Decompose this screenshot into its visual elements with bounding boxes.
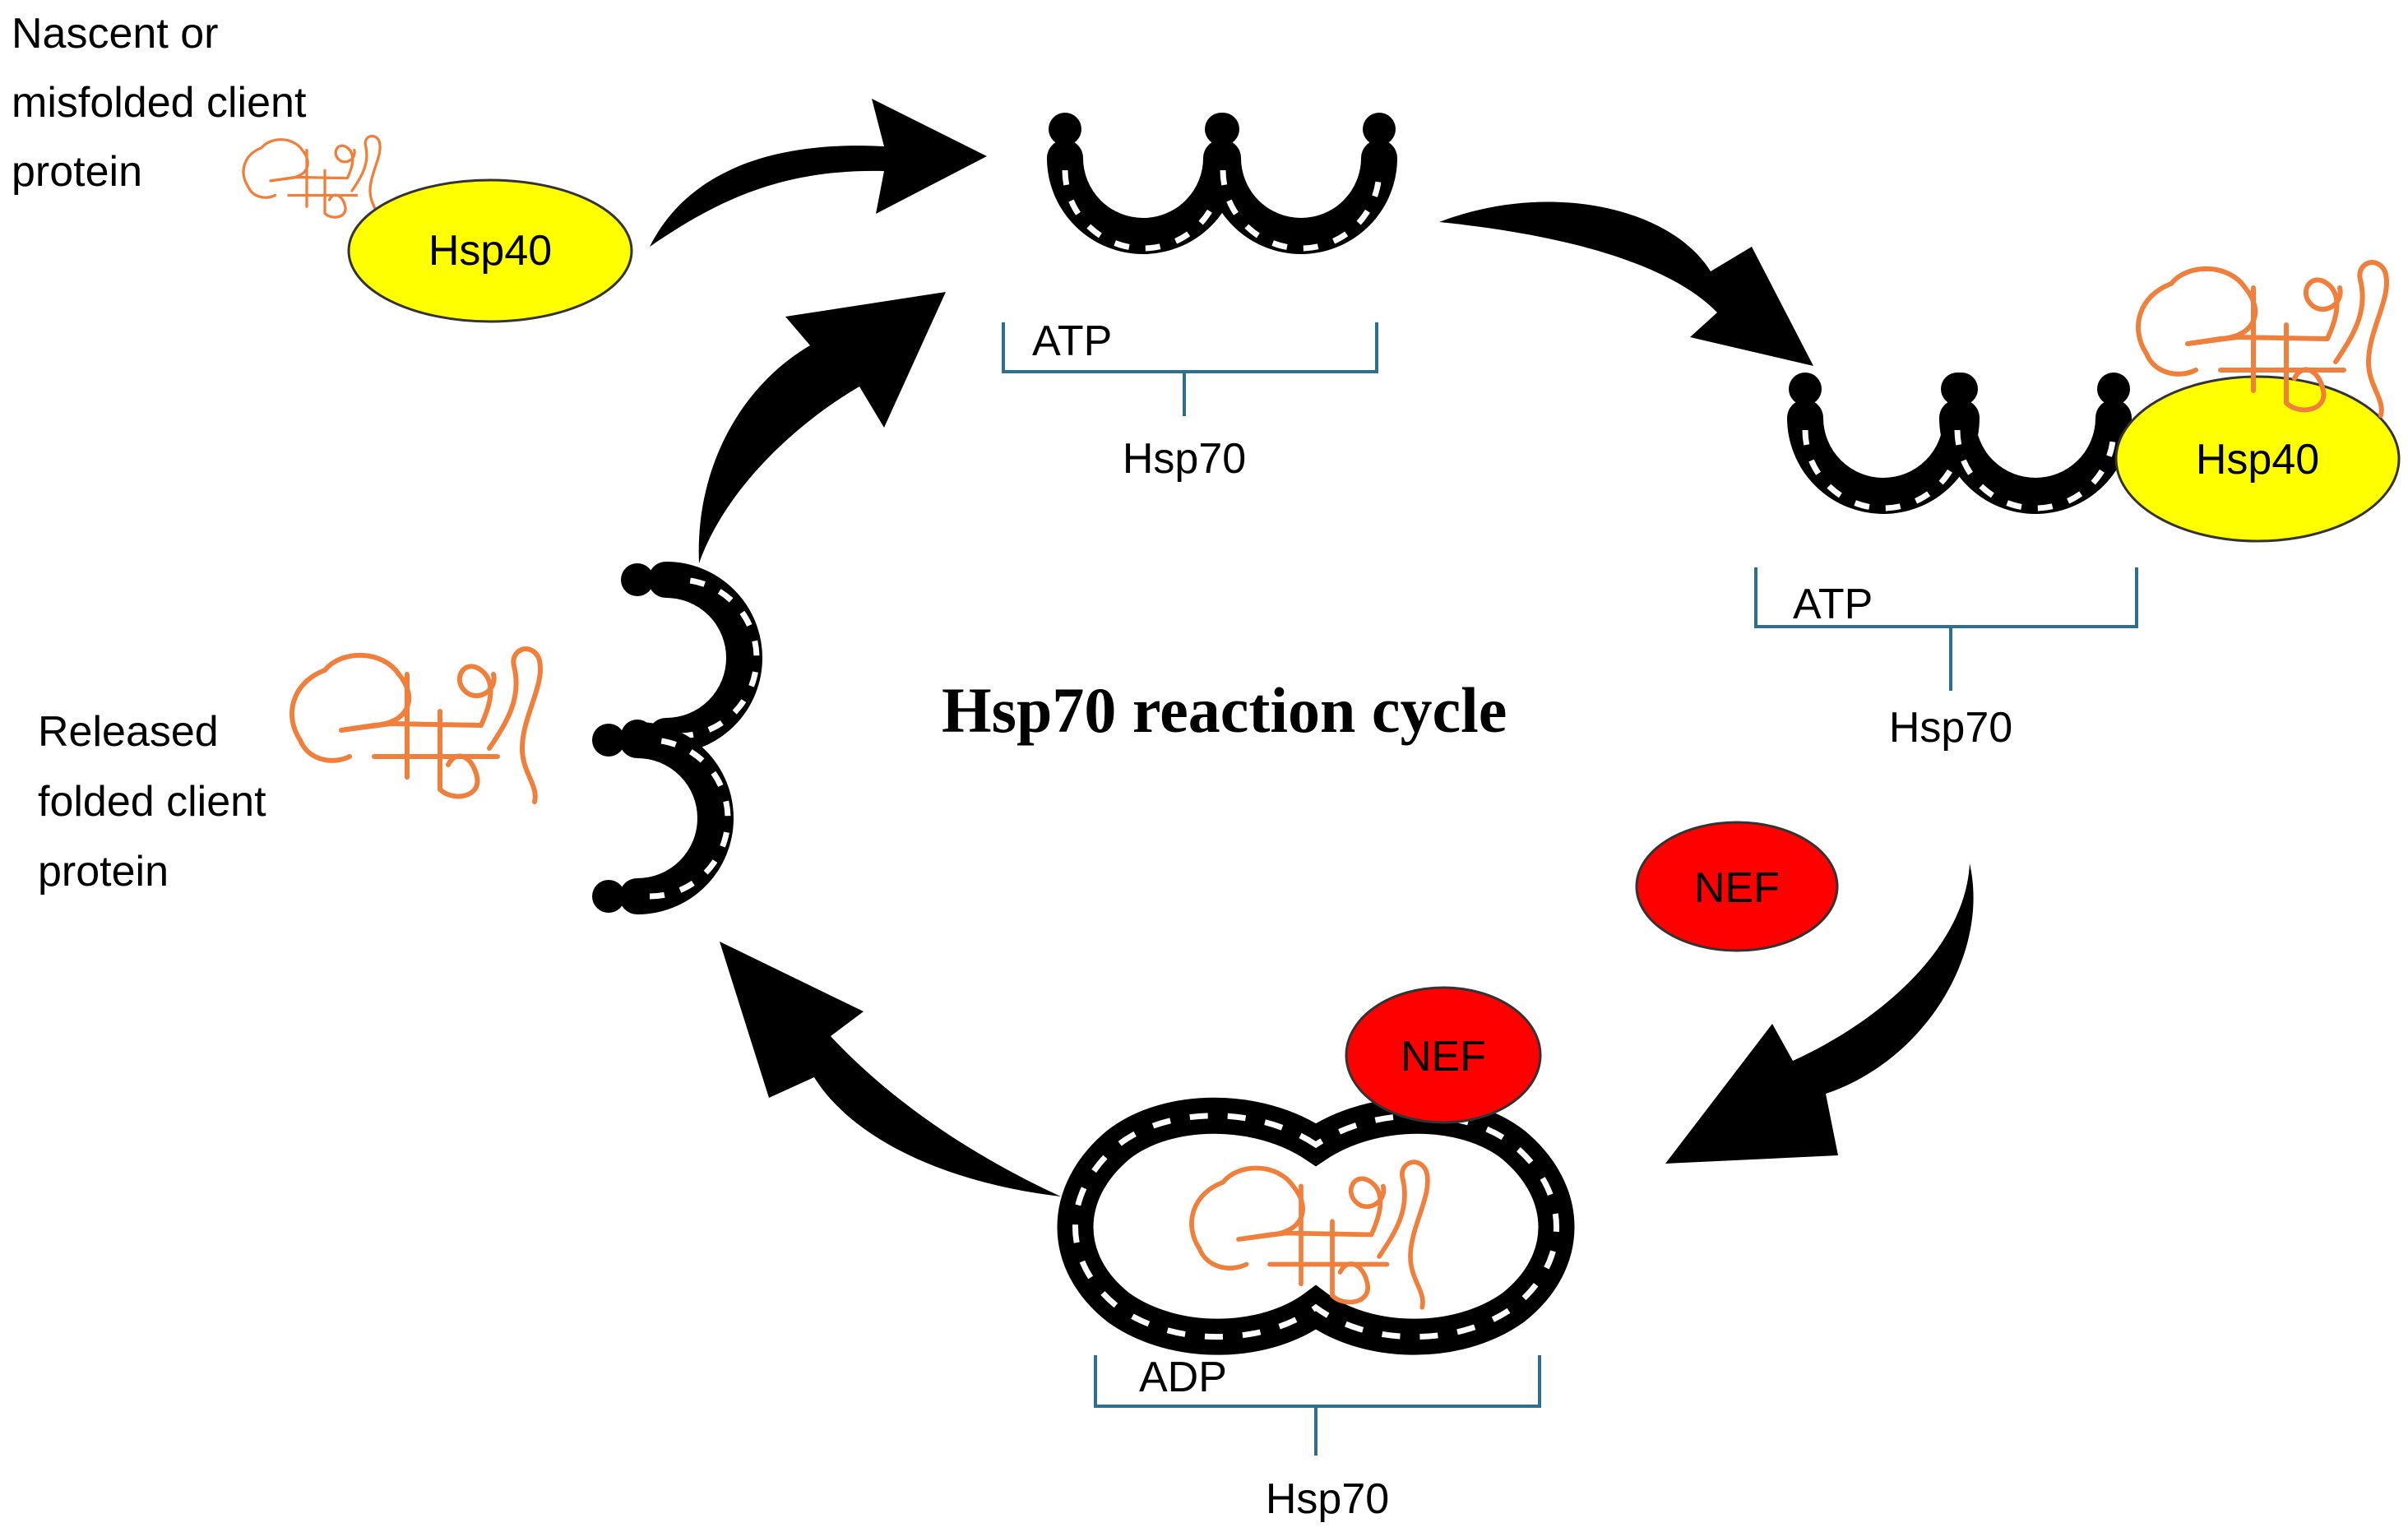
- hsp40-label-topleft: Hsp40: [428, 227, 552, 275]
- client-protein-squiggle: [292, 649, 540, 802]
- label-nascent-line1: Nascent or: [12, 10, 218, 58]
- label-released-line2: folded client: [38, 778, 266, 826]
- cycle-arrow-icon: [1665, 863, 1974, 1164]
- label-nascent-line3: protein: [12, 148, 142, 196]
- label-released-line3: protein: [38, 848, 169, 896]
- diagram-title: Hsp70 reaction cycle: [942, 674, 1507, 746]
- cycle-arrow-icon: [650, 99, 987, 247]
- hsp40-label-right: Hsp40: [2196, 436, 2319, 484]
- nef-oval-free: [1635, 821, 1839, 952]
- adp-label: ADP: [1139, 1354, 1227, 1401]
- hsp70-label-top: Hsp70: [1123, 435, 1246, 483]
- cycle-arrow-icon: [698, 292, 946, 563]
- atp-label-right: ATP: [1793, 581, 1873, 628]
- hsp70-label-bottom: Hsp70: [1266, 1475, 1389, 1523]
- client-protein-squiggle: [242, 134, 382, 222]
- hsp70-adp-closed: [1057, 1097, 1575, 1355]
- horseshoe-icon: [1206, 113, 1396, 248]
- horseshoe-icon: [592, 724, 728, 913]
- horseshoe-icon: [1941, 373, 2130, 508]
- label-nascent-line2: misfolded client: [12, 79, 307, 127]
- cycle-arrow-icon: [1439, 201, 1813, 366]
- cycle-arrow-icon: [720, 942, 1061, 1196]
- hsp40-oval-topleft: [347, 178, 633, 323]
- atp-label-top: ATP: [1032, 317, 1112, 365]
- label-released-line1: Released: [38, 708, 219, 756]
- hsp70-label-right: Hsp70: [1889, 704, 2012, 752]
- hsp40-oval-right: [2114, 375, 2401, 543]
- nef-label-free: NEF: [1694, 864, 1780, 912]
- bracket-top: [1002, 322, 1378, 416]
- nef-oval-bound: [1345, 986, 1542, 1124]
- nef-label-bound: NEF: [1401, 1033, 1486, 1081]
- bracket-right: [1754, 567, 2138, 691]
- client-protein-squiggle: [1192, 1162, 1428, 1308]
- bracket-bottom: [1094, 1355, 1541, 1456]
